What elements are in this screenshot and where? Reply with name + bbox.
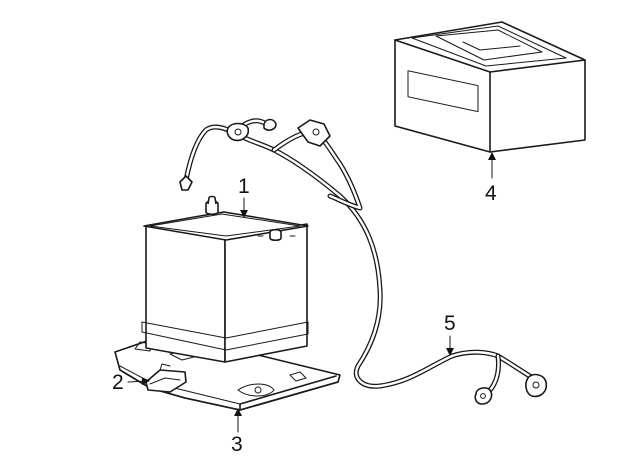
callout-4: 4 [485, 152, 497, 205]
callout-1: 1 [238, 175, 250, 218]
battery-tray [114, 339, 341, 411]
callout-3: 3 [231, 408, 243, 456]
callout-2: 2 [112, 371, 150, 394]
callout-2-label: 2 [112, 371, 124, 394]
callout-5: 5 [444, 312, 456, 356]
callout-2-arrow [127, 377, 150, 386]
callout-4-label: 4 [485, 182, 497, 205]
callout-3-label: 3 [231, 433, 243, 456]
hold-down-clamp [145, 363, 187, 393]
battery-cable [179, 118, 548, 405]
battery-cover [394, 21, 586, 153]
callout-5-label: 5 [444, 312, 456, 335]
battery [141, 195, 309, 363]
callout-1-label: 1 [238, 175, 250, 198]
